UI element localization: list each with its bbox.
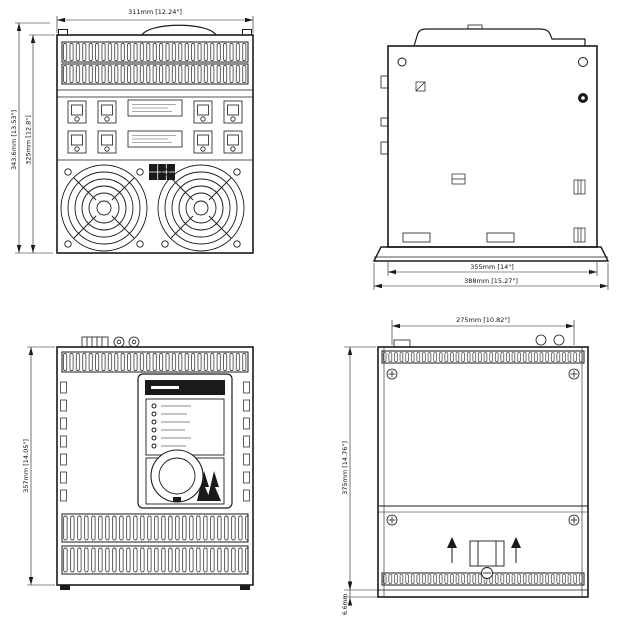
top-handle	[467, 24, 483, 30]
side-right-body-outline	[387, 45, 598, 248]
side-right-depth-overall-dim-label: 388mm [15.27"]	[464, 277, 518, 285]
rear-width-dim-label: 311mm [12.24"]	[128, 8, 182, 16]
rear-top-tab-right	[242, 29, 252, 36]
side-left-depth-dimension	[391, 320, 575, 345]
foot-right	[240, 585, 250, 590]
side-left-top-vent-strip	[381, 350, 585, 364]
keypad-display	[145, 398, 225, 456]
status-leds	[151, 403, 191, 449]
heatsink-fins-row1	[61, 41, 249, 63]
hazard-bolt-icon	[206, 470, 222, 502]
dial-notch	[173, 497, 181, 502]
panel-screws	[386, 368, 580, 526]
side-vent-detail	[451, 173, 466, 185]
rear-width-dimension	[56, 16, 254, 33]
terminal-area	[57, 96, 253, 161]
hazard-bolt-icon	[197, 471, 211, 501]
side-right-depth-body-dim-label: 355mm [14"]	[470, 263, 513, 271]
side-left-depth-dim-label: 275mm [10.82"]	[456, 316, 510, 324]
top-pin-connector	[81, 336, 109, 348]
front-top-vent-strip	[61, 351, 249, 373]
view-side-right: 355mm [14"] 388mm [15.27"]	[372, 24, 610, 290]
cable-clamp	[469, 540, 505, 579]
view-side-left: 275mm [10.82"] 375mm [14.76"] 6.6mm	[341, 316, 589, 615]
din-tab-upper	[380, 75, 389, 89]
side-hole-column-left	[60, 381, 67, 502]
side-left-height-dim-label: 375mm [14.76"]	[341, 441, 349, 495]
top-connector-1	[535, 334, 547, 346]
foot-offset-dimension	[344, 581, 380, 606]
mount-slot-left	[402, 232, 431, 243]
heatsink-fins-row2	[61, 63, 249, 85]
top-cover-profile	[413, 28, 586, 47]
side-right-depth-overall-dimension	[373, 263, 609, 290]
rear-height-overall-dim-label: 343.6mm [13.53"]	[10, 110, 18, 170]
din-tab-lower	[380, 141, 389, 155]
view-top-rear: 311mm [12.24"] 343.6mm [13.53"] 325mm [1…	[10, 8, 254, 254]
keypad-panel	[137, 373, 233, 509]
keypad-brand-band	[145, 380, 225, 395]
rear-height-overall-dimension	[15, 22, 53, 254]
top-round-connectors	[113, 336, 140, 348]
rear-body-outline	[56, 34, 254, 254]
din-tab-middle	[380, 117, 389, 127]
front-bottom-vent-band1	[61, 513, 249, 543]
terminal-label-block-top	[127, 99, 183, 117]
front-bottom-vent-band2	[61, 545, 249, 575]
side-left-body-outline	[377, 346, 589, 598]
fan-left	[60, 164, 148, 252]
foot-left	[60, 585, 70, 590]
airflow-arrow-right	[511, 537, 521, 563]
mount-slot-right	[486, 232, 515, 243]
rear-height-body-dim-label: 325mm [12.8"]	[25, 115, 33, 165]
hole-top-right	[578, 57, 588, 67]
view-front: 357mm [14.05"]	[22, 336, 254, 590]
front-height-dim-label: 357mm [14.05"]	[22, 439, 30, 493]
front-height-dimension	[27, 346, 55, 586]
base-flange	[372, 246, 610, 262]
label-mark	[415, 81, 426, 92]
foot-offset-dim-label: 6.6mm	[342, 594, 349, 615]
airflow-arrow-left	[447, 537, 457, 563]
rear-height-body-dimension	[29, 34, 55, 253]
top-connector-2	[553, 334, 565, 346]
side-left-height-dimension	[344, 346, 380, 591]
hole-top-left	[397, 57, 407, 67]
front-body-outline	[56, 346, 254, 586]
side-hole-column-right	[243, 381, 250, 502]
top-block	[393, 339, 411, 348]
terminal-label-block-bottom	[127, 130, 183, 148]
fan-right	[157, 164, 245, 252]
side-right-depth-body-dimension	[387, 262, 598, 276]
terminal-block-upper	[573, 179, 586, 195]
terminal-block-lower	[573, 227, 586, 243]
rear-fan-cover-arc	[141, 24, 217, 36]
rear-top-tab-left	[58, 29, 68, 36]
